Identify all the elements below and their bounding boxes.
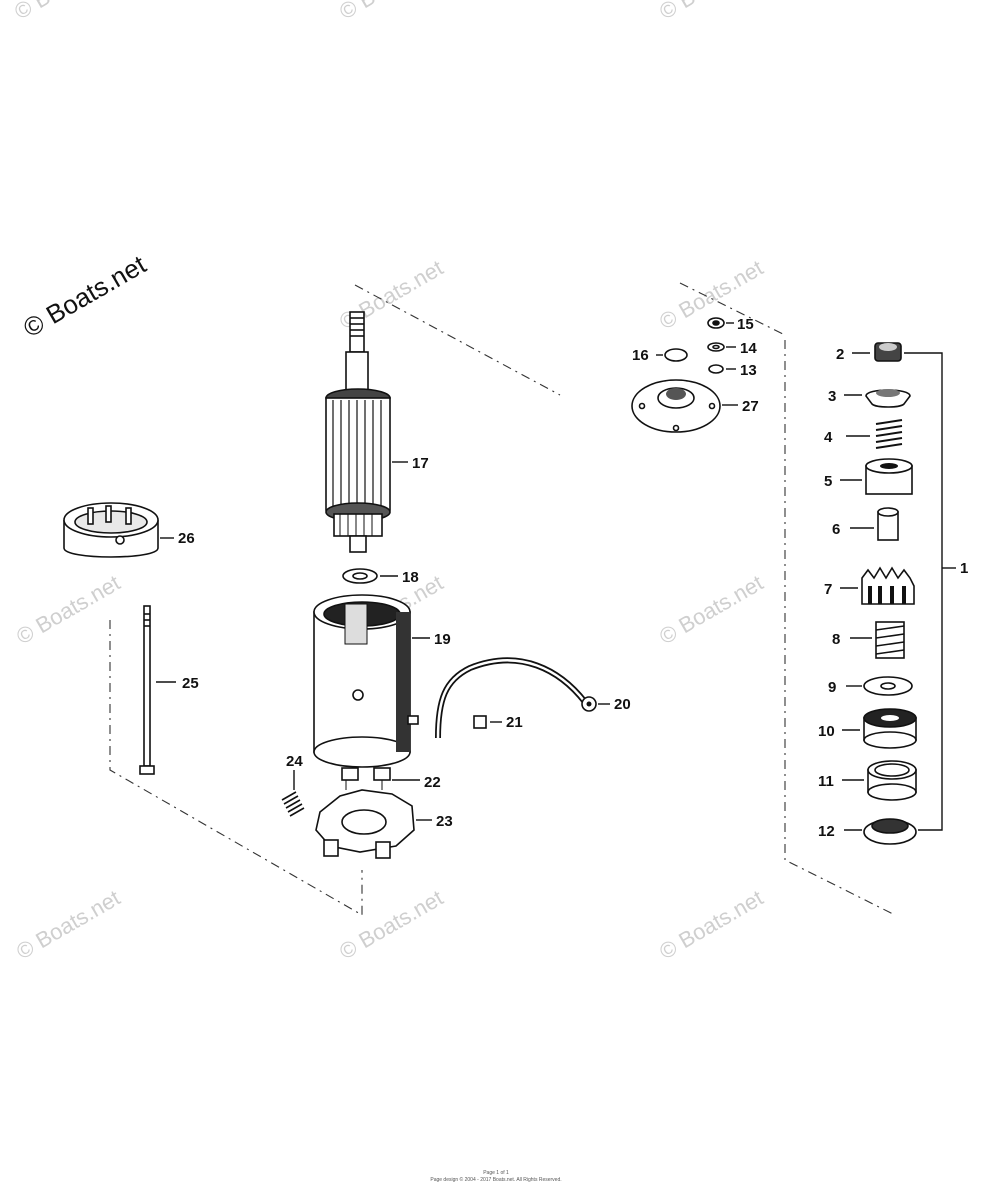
callout-11: 11 bbox=[818, 773, 834, 790]
watermark-tile: © Boats.net bbox=[655, 0, 767, 24]
callout-6: 6 bbox=[832, 521, 840, 538]
watermark-main: © Boats.net bbox=[18, 249, 152, 343]
callout-10: 10 bbox=[818, 723, 835, 740]
watermark-tile: © Boats.net bbox=[10, 0, 122, 24]
callout-4: 4 bbox=[824, 429, 833, 446]
callout-25: 25 bbox=[182, 675, 199, 692]
callout-3: 3 bbox=[828, 388, 836, 405]
spring-24-part: 24 bbox=[281, 753, 305, 817]
callout-24: 24 bbox=[286, 753, 303, 770]
callout-13: 13 bbox=[740, 362, 757, 379]
callout-17: 17 bbox=[412, 455, 429, 472]
callout-15: 15 bbox=[737, 316, 754, 333]
callout-7: 7 bbox=[824, 581, 832, 598]
callout-14: 14 bbox=[740, 340, 757, 357]
callout-2: 2 bbox=[836, 346, 844, 363]
footer-page-number: Page 1 of 1 bbox=[483, 1170, 509, 1176]
small-hardware: 16 15 14 13 bbox=[632, 316, 757, 379]
callout-21: 21 bbox=[506, 714, 523, 731]
through-bolt-part: 25 bbox=[139, 605, 199, 775]
callout-18: 18 bbox=[402, 569, 419, 586]
callout-26: 26 bbox=[178, 530, 195, 547]
callout-9: 9 bbox=[828, 679, 836, 696]
brush-plate-part: 23 bbox=[315, 789, 453, 859]
watermark-tile: © Boats.net bbox=[655, 570, 767, 649]
callout-5: 5 bbox=[824, 473, 832, 490]
housing-part: 19 bbox=[313, 594, 451, 768]
brushes-part: 22 bbox=[341, 767, 441, 791]
callout-8: 8 bbox=[832, 631, 840, 648]
cable-part: 20 bbox=[435, 657, 631, 739]
drive-assembly: 2 3 4 5 6 bbox=[818, 342, 968, 845]
callout-20: 20 bbox=[614, 696, 631, 713]
assembly-dash-lines bbox=[109, 282, 896, 916]
callout-23: 23 bbox=[436, 813, 453, 830]
watermark-tile: © Boats.net bbox=[12, 570, 124, 649]
watermark-tile: © Boats.net bbox=[335, 885, 447, 964]
watermark-tile: © Boats.net bbox=[12, 885, 124, 964]
nut-21-part: 21 bbox=[473, 714, 523, 731]
callout-27: 27 bbox=[742, 398, 759, 415]
callout-19: 19 bbox=[434, 631, 451, 648]
watermark-tile: © Boats.net bbox=[655, 885, 767, 964]
washer-18-part: 18 bbox=[342, 568, 419, 586]
callout-1: 1 bbox=[960, 560, 968, 577]
head-plate-part: 27 bbox=[631, 379, 759, 433]
callout-22: 22 bbox=[424, 774, 441, 791]
callout-16: 16 bbox=[632, 347, 649, 364]
callout-12: 12 bbox=[818, 823, 835, 840]
armature-part: 17 bbox=[325, 311, 429, 553]
footer-copyright: Page design © 2004 - 2017 Boats.net. All… bbox=[430, 1176, 561, 1183]
watermark-tile: © Boats.net bbox=[335, 0, 447, 24]
end-cap-part: 26 bbox=[63, 502, 195, 558]
